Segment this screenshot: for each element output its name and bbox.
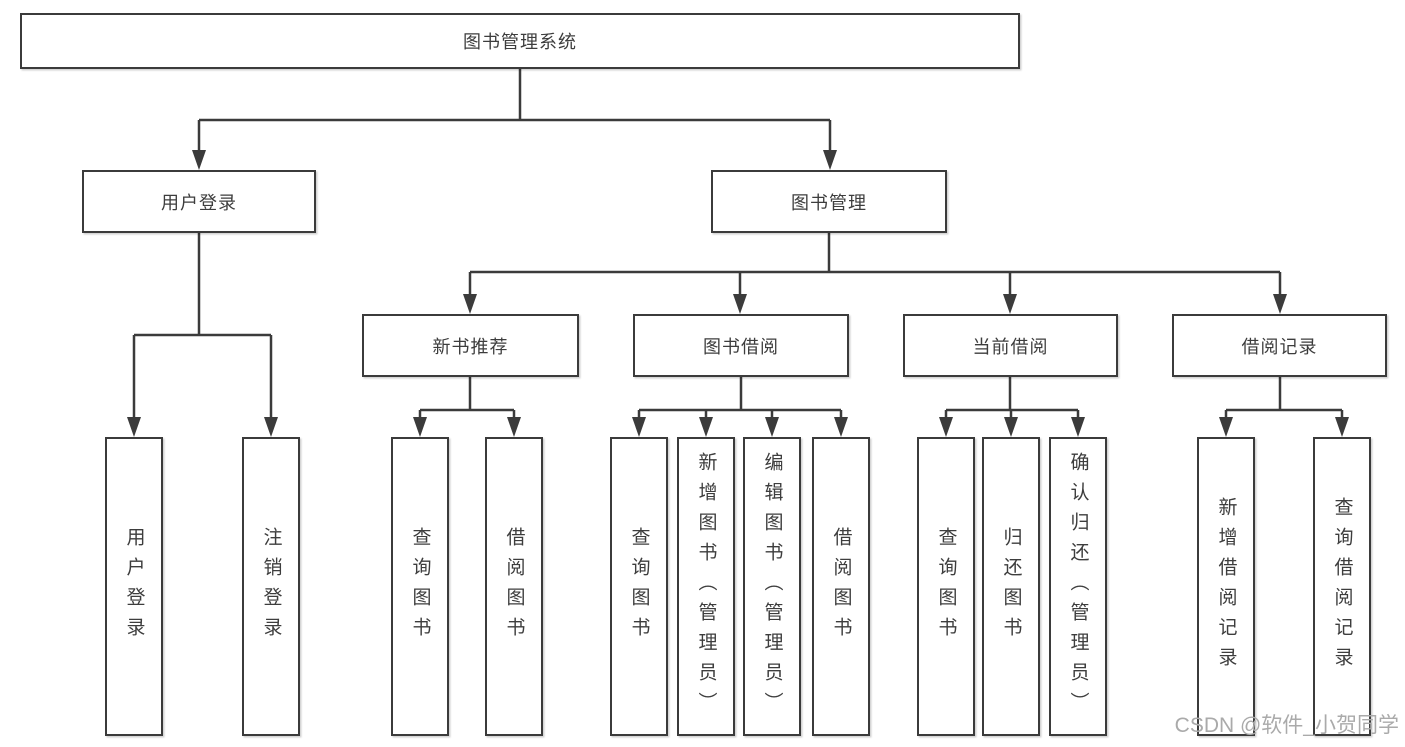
leaf-user-login: 用户登录	[105, 437, 163, 736]
node-book-management: 图书管理	[711, 170, 947, 233]
node-book-borrow: 图书借阅	[633, 314, 849, 377]
leaf-query-borrow-record: 查询借阅记录	[1313, 437, 1371, 736]
leaf-return-books-label: 归还图书	[1000, 526, 1022, 647]
node-borrow-records-label: 借阅记录	[1241, 336, 1318, 357]
csdn-watermark: CSDN @软件_小贺同学	[1174, 714, 1399, 737]
leaf-query-books-1: 查询图书	[391, 437, 449, 736]
leaf-query-books-3-label: 查询图书	[935, 526, 957, 647]
node-current-borrow: 当前借阅	[903, 314, 1118, 377]
node-book-borrow-label: 图书借阅	[703, 336, 779, 357]
leaf-add-books-admin: 新增图书（管理员）	[677, 437, 735, 736]
node-root-label: 图书管理系统	[463, 32, 577, 52]
node-borrow-records: 借阅记录	[1172, 314, 1387, 377]
leaf-edit-books-admin: 编辑图书（管理员）	[743, 437, 801, 736]
leaf-logout: 注销登录	[242, 437, 300, 736]
leaf-add-books-admin-label: 新增图书（管理员）	[695, 451, 717, 722]
node-user-login-label: 用户登录	[161, 192, 237, 213]
leaf-borrow-books-2-label: 借阅图书	[830, 526, 852, 647]
leaf-borrow-books-1: 借阅图书	[485, 437, 543, 736]
node-book-management-label: 图书管理	[791, 192, 867, 213]
leaf-confirm-return-admin: 确认归还（管理员）	[1049, 437, 1107, 736]
leaf-query-books-2-label: 查询图书	[628, 526, 650, 647]
leaf-edit-books-admin-label: 编辑图书（管理员）	[761, 451, 783, 722]
node-current-borrow-label: 当前借阅	[972, 336, 1049, 357]
leaf-add-borrow-record: 新增借阅记录	[1197, 437, 1255, 736]
leaf-user-login-label: 用户登录	[123, 526, 145, 647]
leaf-borrow-books-1-label: 借阅图书	[503, 526, 525, 647]
node-new-book-recommend-label: 新书推荐	[432, 336, 509, 357]
arrowheads	[127, 150, 1349, 437]
leaf-query-books-1-label: 查询图书	[409, 526, 431, 647]
node-new-book-recommend: 新书推荐	[362, 314, 579, 377]
connector-strokes	[132, 69, 1344, 421]
leaf-query-books-3: 查询图书	[917, 437, 975, 736]
leaf-logout-label: 注销登录	[260, 526, 282, 647]
leaf-query-books-2: 查询图书	[610, 437, 668, 736]
leaf-return-books: 归还图书	[982, 437, 1040, 736]
node-root-system: 图书管理系统	[20, 13, 1020, 69]
leaf-confirm-return-admin-label: 确认归还（管理员）	[1067, 451, 1089, 722]
leaf-borrow-books-2: 借阅图书	[812, 437, 870, 736]
leaf-add-borrow-record-label: 新增借阅记录	[1215, 496, 1237, 677]
leaf-query-borrow-record-label: 查询借阅记录	[1331, 496, 1353, 677]
node-user-login: 用户登录	[82, 170, 316, 233]
